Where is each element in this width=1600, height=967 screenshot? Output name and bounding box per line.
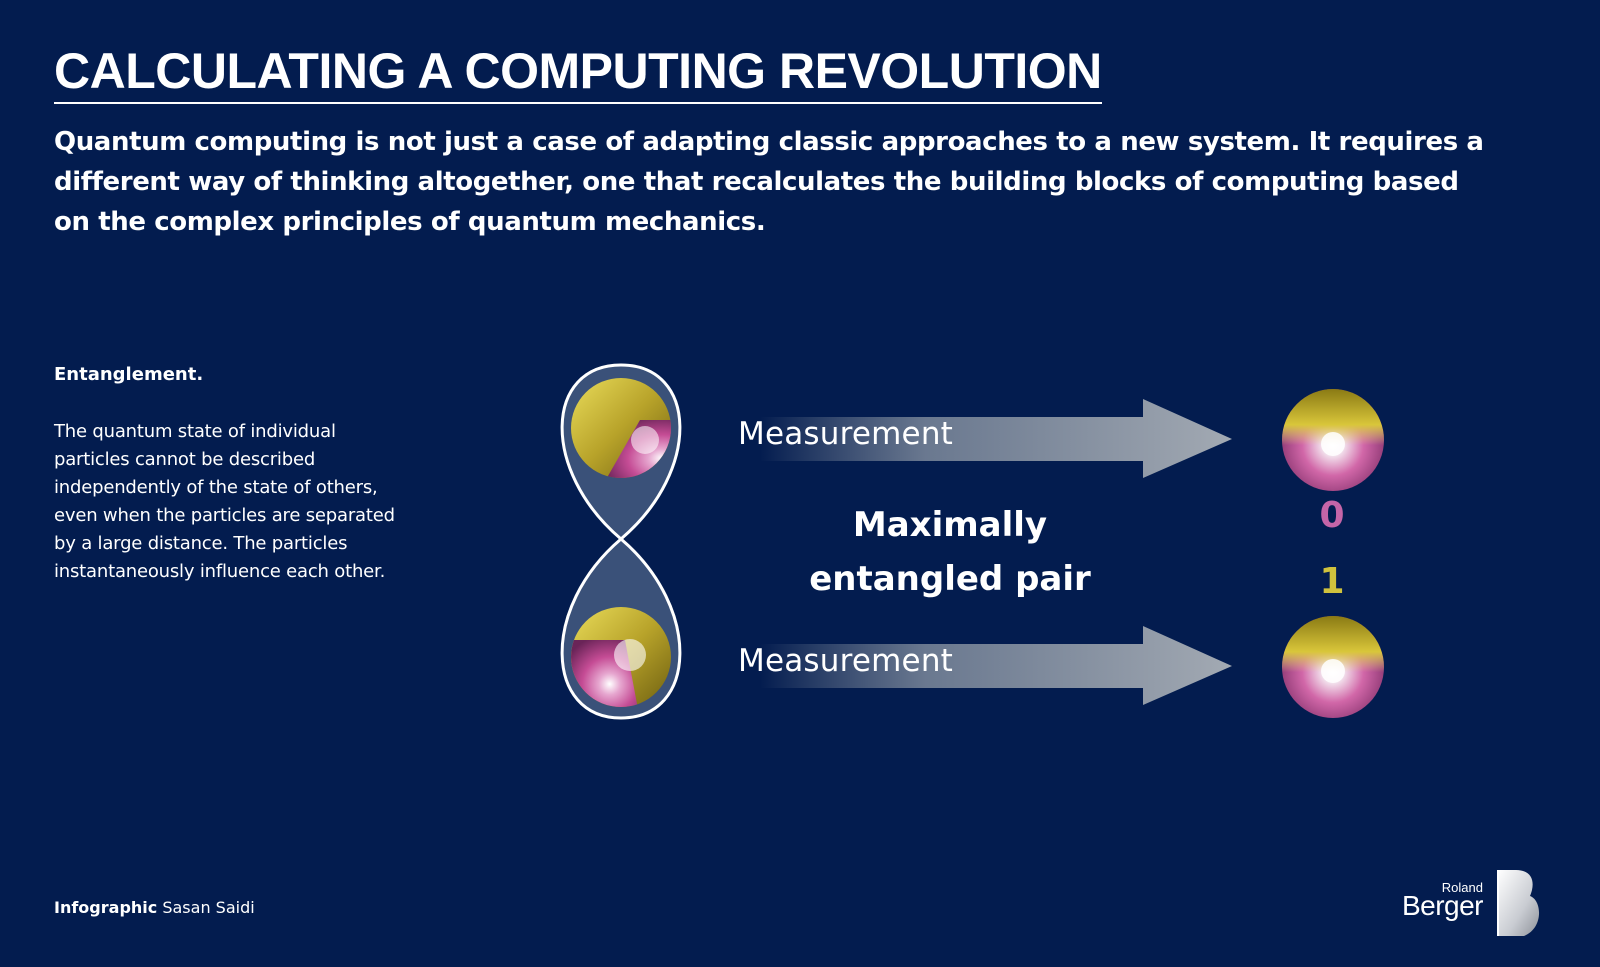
measurement-label-top: Measurement bbox=[738, 416, 954, 452]
measurement-arrow-icon bbox=[760, 626, 1232, 705]
infographic-credit: Infographic Sasan Saidi bbox=[54, 898, 255, 917]
roland-berger-b-logo-icon bbox=[1497, 870, 1540, 936]
state-value-0: 0 bbox=[1319, 495, 1345, 536]
credit-name: Sasan Saidi bbox=[162, 898, 255, 917]
logo-text-berger: Berger bbox=[1401, 890, 1484, 921]
particle-sphere-icon bbox=[1282, 389, 1384, 491]
page-title: CALCULATING A COMPUTING REVOLUTION bbox=[54, 40, 1102, 104]
intro-paragraph: Quantum computing is not just a case of … bbox=[54, 127, 1484, 237]
particle-sphere-icon bbox=[1282, 616, 1384, 718]
section-description: The quantum state of individual particle… bbox=[54, 421, 395, 582]
state-value-1: 1 bbox=[1319, 561, 1345, 602]
particle-sphere-icon bbox=[571, 378, 671, 478]
measurement-label-bottom: Measurement bbox=[738, 643, 954, 679]
section-heading: Entanglement. bbox=[54, 364, 204, 385]
roland-berger-logo: Roland Berger bbox=[1396, 868, 1546, 938]
logo-text-roland: Roland bbox=[1441, 880, 1483, 895]
credit-label: Infographic bbox=[54, 898, 158, 917]
measurement-arrow-icon bbox=[760, 399, 1232, 478]
entangled-pair-label: Maximally entangled pair bbox=[809, 505, 1091, 599]
